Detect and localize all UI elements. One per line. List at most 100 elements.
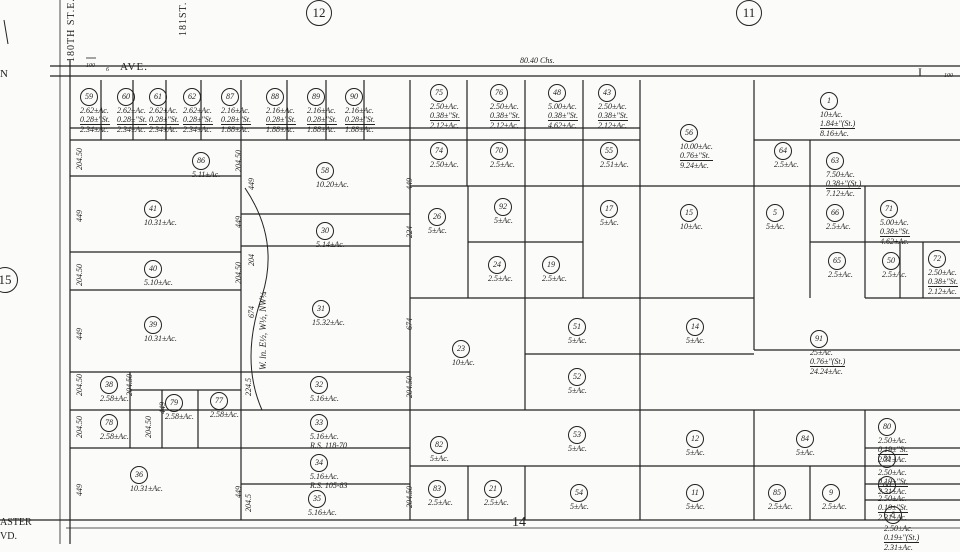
parcel-area: 2.50±Ac. [878,436,907,445]
parcel-area: 5±Ac. [430,454,449,463]
parcel-street-deduction: 0.28±"St. [149,115,179,124]
parcel-area: 2.5±Ac. [488,274,513,283]
parcel-net-area: 1.88±Ac. [345,124,375,134]
parcel-number: 86 [192,152,210,170]
parcel-area: 2.50±Ac. [598,102,627,111]
parcel-area: 5±Ac. [570,502,589,511]
parcel-number: 5 [766,204,784,222]
parcel-number: 24 [488,256,506,274]
parcel-street-deduction: 0.28±"St. [80,115,110,124]
parcel-area: 2.51±Ac. [600,160,629,169]
parcel-number: 1 [820,92,838,110]
parcel-number: 92 [494,198,512,216]
parcel-number: 64 [774,142,792,160]
parcel-record-survey: R.S. 118-70 [310,441,347,450]
section-number-11: 11 [736,0,762,26]
parcel-number: 32 [310,376,328,394]
parcel-area: 2.58±Ac. [210,410,239,419]
parcel-number: 23 [452,340,470,358]
parcel-number: 65 [828,252,846,270]
parcel-area: 2.5±Ac. [542,274,567,283]
parcel-number: 40 [144,260,162,278]
street-180th: 180TH ST.E. [66,0,77,62]
dim-label: 204.50 [405,486,414,508]
parcel-net-area: 2.34±Ac. [117,124,147,134]
dim-label: 204.50 [144,416,153,438]
parcel-street-deduction: 0.28±"St. [307,115,337,124]
dim-label: 224.5 [244,378,253,396]
parcel-net-area: 2.12±Ac. [598,120,628,130]
parcel-area: 10.31±Ac. [144,334,177,343]
parcel-street-deduction: 0.19±"(St.) [884,533,920,542]
parcel-number: 36 [130,466,148,484]
parcel-number: 76 [490,84,508,102]
parcel-street-deduction: 0.38±"St. [880,227,910,236]
parcel-number: 62 [183,88,201,106]
parcel-area: 5.16±Ac. [310,432,339,441]
parcel-area: 5.16±Ac. [310,394,339,403]
dim-label: 204.50 [125,374,134,396]
parcel-area: 5±Ac. [600,218,619,227]
parcel-number: 34 [310,454,328,472]
parcel-number: 21 [484,480,502,498]
parcel-net-area: 1.88±Ac. [221,124,251,134]
parcel-area: 10±Ac. [680,222,703,231]
parcel-net-area: 4.62±Ac. [880,236,910,246]
parcel-area: 2.5±Ac. [768,502,793,511]
parcel-number: 58 [316,162,334,180]
parcel-area: 2.62±Ac. [117,106,146,115]
parcel-area: 5.00±Ac. [548,102,577,111]
right-number: 100 [944,73,953,79]
dim-label: 204.50 [75,148,84,170]
parcel-area: 2.16±Ac. [345,106,374,115]
parcel-area: 5±Ac. [428,226,447,235]
parcel-record-survey: R.S. 105-83 [310,481,348,490]
parcel-net-area: 4.62±Ac. [548,120,578,130]
parcel-area: 2.50±Ac. [928,268,957,277]
parcel-number: 90 [345,88,363,106]
parcel-area: 2.58±Ac. [100,432,129,441]
parcel-number: 33 [310,414,328,432]
parcel-street-deduction: 0.38±"(St.) [826,179,862,188]
parcel-area: 5±Ac. [796,448,815,457]
parcel-number: 61 [149,88,167,106]
parcel-number: 91 [810,330,828,348]
section-number-14: 14 [512,515,526,530]
dim-label: 204.5 [244,494,253,512]
parcel-number: 81 [878,450,896,468]
parcel-area: 5±Ac. [494,216,513,225]
parcel-area: 2.50±Ac. [430,160,459,169]
parcel-street-deduction: 0.38±"St. [598,111,628,120]
parcel-number: 68 [878,476,896,494]
parcel-number: 17 [600,200,618,218]
parcel-area: 2.62±Ac. [80,106,109,115]
parcel-area: 5.14±Ac. [316,240,345,249]
curve-label: W. ln. E½, W½, NW¼ [258,291,268,370]
parcel-number: 74 [430,142,448,160]
parcel-net-area: 2.12±Ac. [490,120,520,130]
parcel-area: 10.00±Ac. [680,142,713,151]
dim-label: 204.50 [75,416,84,438]
